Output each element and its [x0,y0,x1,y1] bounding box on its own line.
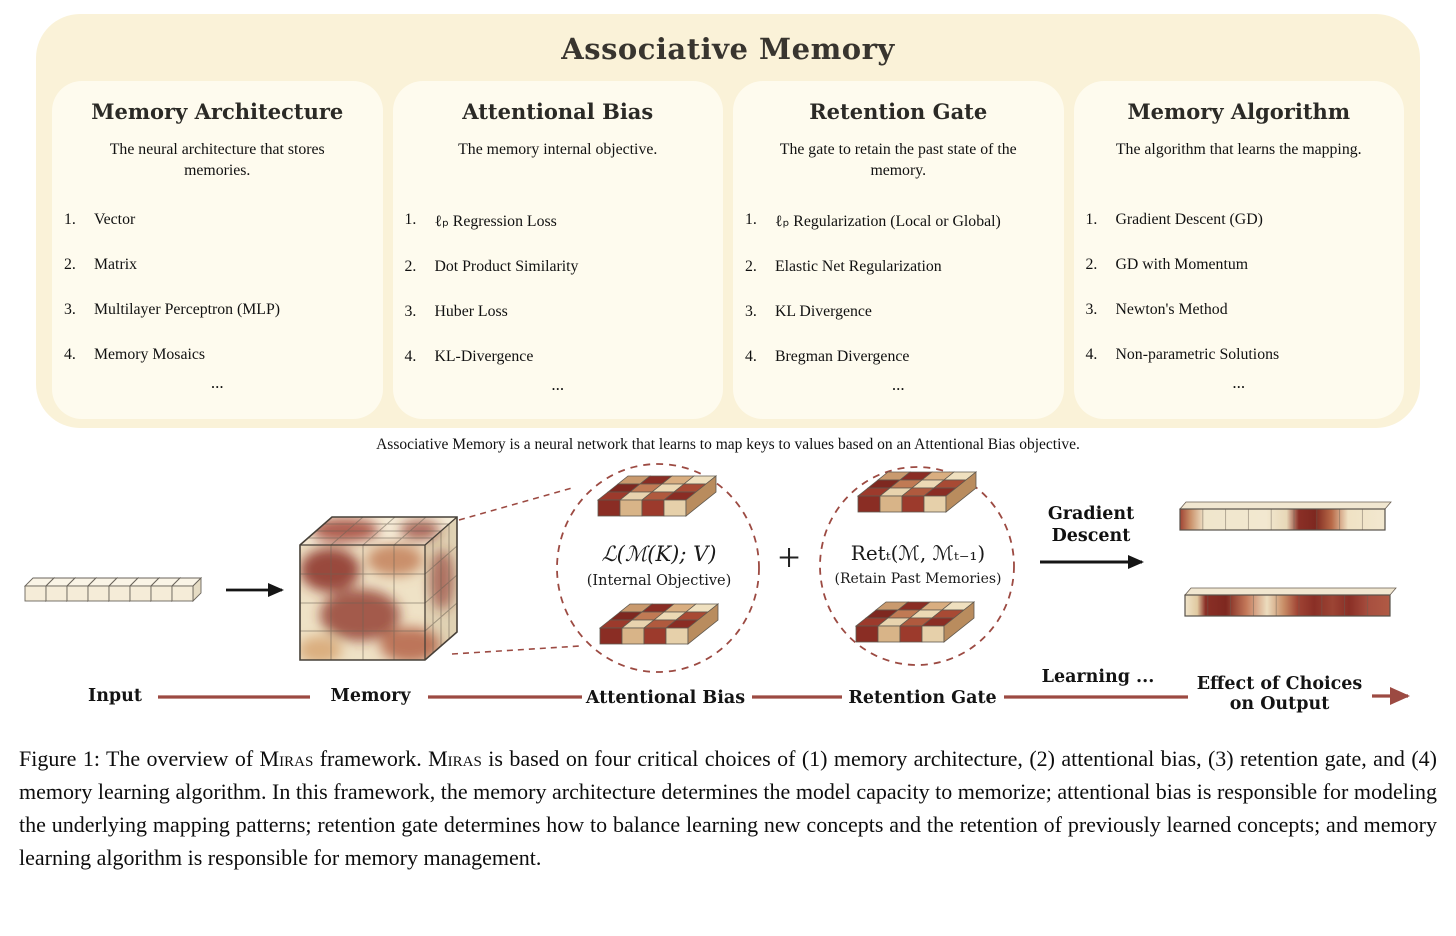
card-title: Retention Gate [809,99,988,124]
list-item: Non-parametric Solutions [1086,346,1399,364]
card-list: Gradient Descent (GD) GD with Momentum N… [1074,211,1405,364]
list-item: KL-Divergence [405,348,718,366]
flow-label-memory: Memory [330,686,411,706]
card-list: ℓₚ Regression Loss Dot Product Similarit… [393,211,724,366]
ellipsis: ... [210,373,224,392]
plus-sign: + [777,535,801,580]
card-memory-algorithm: Memory Algorithm The algorithm that lear… [1073,81,1405,419]
card-title: Memory Architecture [91,99,344,124]
list-item-label: Multilayer Perceptron (MLP) [94,301,281,318]
attentional-bias-circle [556,463,760,673]
panel-title: Associative Memory [561,32,895,66]
list-item-label: ℓₚ Regression Loss [434,213,557,230]
diagram-graphics [24,463,1410,705]
list-item: Elastic Net Regularization [745,258,1058,276]
card-description: The gate to retain the past state of the… [779,141,1017,180]
ellipsis: ... [891,375,905,394]
card-list: Vector Matrix Multilayer Perceptron (MLP… [52,211,383,364]
caption-text: Figure 1: The overview of [19,746,260,771]
list-item-label: Dot Product Similarity [434,258,579,275]
caption-text: framework. [313,746,429,771]
miras-smallcaps: Miras [428,746,482,771]
list-item-label: Vector [94,211,136,228]
attention-keys-slab [597,475,717,517]
list-item: Matrix [64,256,377,274]
list-item-label: GD with Momentum [1115,256,1249,273]
card-list: ℓₚ Regularization (Local or Global) Elas… [733,211,1064,366]
list-item-label: KL-Divergence [434,348,534,365]
list-item-label: Non-parametric Solutions [1115,346,1280,363]
list-item-label: Elastic Net Regularization [775,258,942,275]
framework-diagram: Associative Memory is a neural network t… [0,430,1456,732]
retention-note: (Retain Past Memories) [834,571,1002,587]
list-item: KL Divergence [745,303,1058,321]
card-retention-gate: Retention Gate The gate to retain the pa… [733,81,1064,419]
card-description: The memory internal objective. [458,141,658,158]
card-description: The algorithm that learns the mapping. [1115,141,1362,158]
list-item: ℓₚ Regression Loss [405,211,718,231]
choice-cards: Memory Architecture The neural architect… [52,81,1404,419]
ellipsis: ... [1232,373,1246,392]
figure-caption: Figure 1: The overview of Miras framewor… [19,742,1437,874]
list-item: ℓₚ Regularization (Local or Global) [745,211,1058,231]
output-vector-2 [1184,587,1397,617]
flow-label-input: Input [88,686,142,706]
retention-current-memory-slab [857,471,977,513]
list-item: Gradient Descent (GD) [1086,211,1399,229]
flow-label-attentional-bias: Attentional Bias [585,688,746,708]
flow-label-learning: Learning ... [1041,667,1155,687]
retention-gate-circle [819,466,1015,666]
internal-objective-note: (Internal Objective) [586,573,732,589]
list-item: Huber Loss [405,303,718,321]
card-description: The neural architecture that stores memo… [109,141,325,180]
list-item: GD with Momentum [1086,256,1399,274]
list-item-label: Newton's Method [1115,301,1228,318]
input-vector-graphic [24,577,202,602]
list-item-label: Memory Mosaics [94,346,206,363]
card-attentional-bias: Attentional Bias The memory internal obj… [392,81,724,419]
diagram-caption: Associative Memory is a neural network t… [376,436,1080,453]
list-item: Vector [64,211,377,229]
list-item: Newton's Method [1086,301,1399,319]
list-item-label: KL Divergence [775,303,872,320]
list-item-label: Matrix [94,256,137,273]
associative-memory-panel: Associative Memory Memory Architecture T… [36,14,1420,428]
memory-tensor-graphic [299,516,458,661]
card-title: Attentional Bias [462,99,654,124]
gradient-descent-label: Gradient Descent [1047,504,1135,546]
zoom-dashed-lines [451,487,581,655]
list-item: Bregman Divergence [745,348,1058,366]
caption-text: is based on four critical choices of (1)… [19,746,1437,870]
miras-smallcaps: Miras [259,746,314,771]
list-item: Dot Product Similarity [405,258,718,276]
list-item-label: Gradient Descent (GD) [1115,211,1263,228]
list-item: Multilayer Perceptron (MLP) [64,301,377,319]
card-title: Memory Algorithm [1127,99,1351,124]
internal-objective-formula: ℒ(ℳ(K); V) [601,542,717,566]
retention-past-memory-slab [855,601,975,643]
output-vector-1 [1179,501,1392,531]
flow-label-retention-gate: Retention Gate [848,688,997,708]
list-item: Memory Mosaics [64,346,377,364]
flow-lines [158,687,1410,705]
list-item-label: Bregman Divergence [775,348,910,365]
card-memory-architecture: Memory Architecture The neural architect… [52,81,383,419]
retention-formula: Retₜ(ℳ, ℳₜ₋₁) [850,541,986,565]
flow-label-effect: Effect of Choices on Output [1196,674,1363,715]
attention-values-slab [599,603,719,645]
list-item-label: ℓₚ Regularization (Local or Global) [775,213,1001,230]
list-item-label: Huber Loss [434,303,508,320]
ellipsis: ... [551,375,565,394]
